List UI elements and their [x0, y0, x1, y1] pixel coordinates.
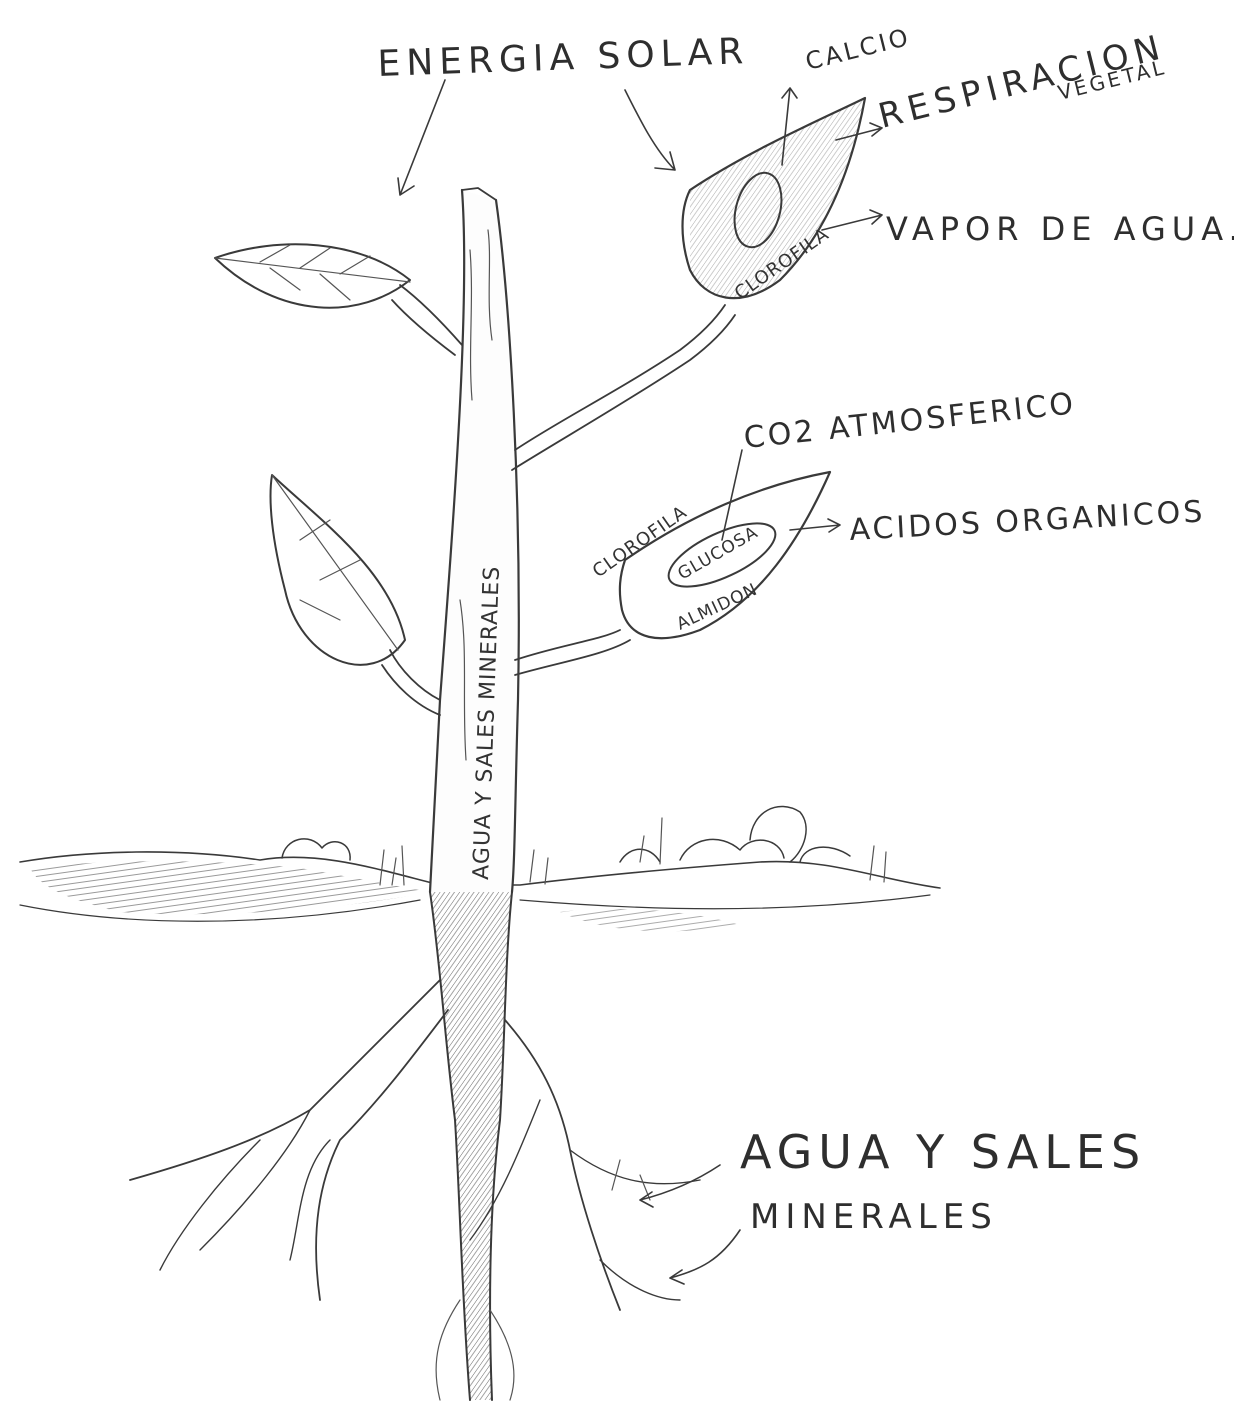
label-minerales: MINERALES [750, 1197, 998, 1237]
stem: AGUA Y SALES MINERALES [430, 188, 519, 892]
label-calcio: CALCIO [803, 23, 914, 76]
label-acidos-organicos: ACIDOS ORGANICOS [849, 494, 1207, 548]
label-agua-y-sales: AGUA Y SALES [740, 1125, 1146, 1179]
leaf-mid-almidon: ALMIDON [674, 580, 761, 635]
leaf-mid-right: CLOROFILA GLUCOSA ALMIDON [589, 472, 830, 638]
roots [130, 892, 700, 1400]
branches [382, 285, 735, 715]
leaf-top-left [215, 244, 410, 307]
label-energia-solar: ENERGIA SOLAR [377, 31, 750, 85]
label-vapor-de-agua: VAPOR DE AGUA. [886, 210, 1234, 248]
leaf-mid-left [271, 475, 405, 665]
leaf-top-right: CLOROFILA [683, 98, 866, 304]
label-co2-atmosferico: CO2 ATMOSFERICO [742, 386, 1078, 456]
